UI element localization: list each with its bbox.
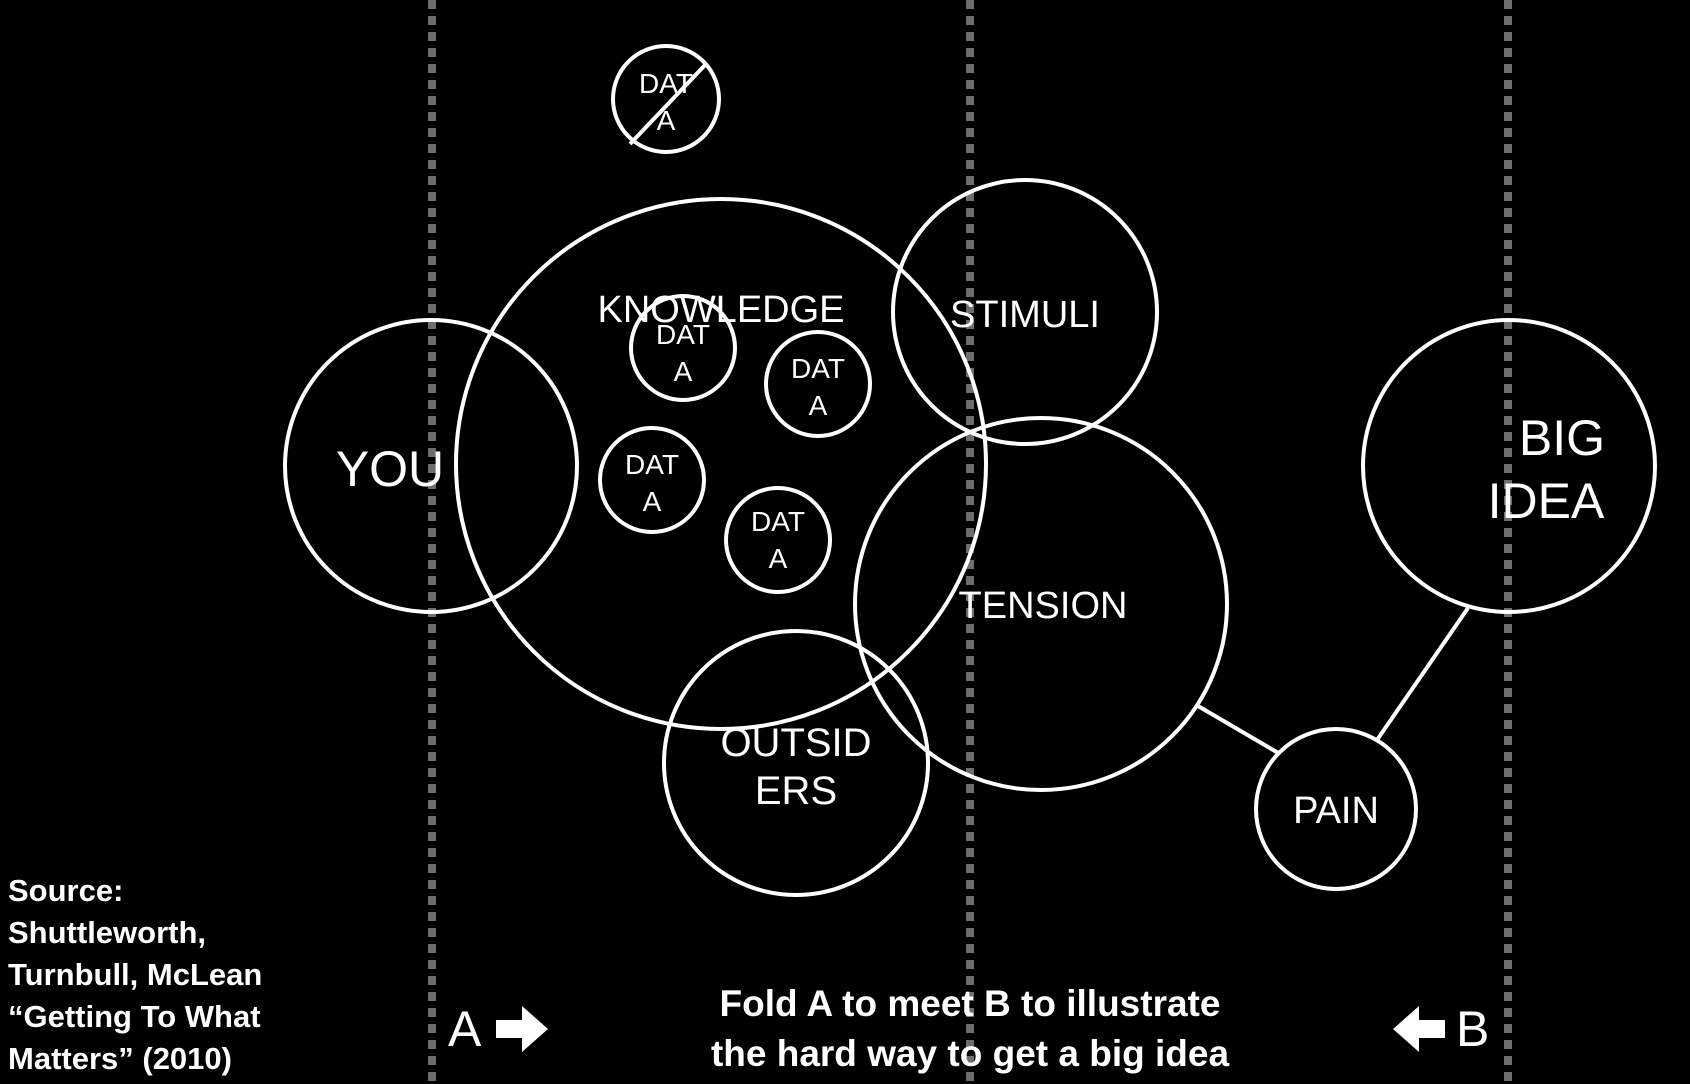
crossed-data-node: DAT A bbox=[611, 44, 721, 154]
data-label-line1: DAT bbox=[751, 506, 805, 537]
big-idea-circle bbox=[1361, 318, 1657, 614]
data-node-2: DAT A bbox=[764, 330, 872, 438]
marker-b: B bbox=[1393, 1001, 1489, 1057]
data-circle bbox=[764, 330, 872, 438]
data-label-line2: A bbox=[769, 543, 788, 574]
data-node-3: DAT A bbox=[598, 426, 706, 534]
data-label-line1: DAT bbox=[656, 319, 710, 350]
outsiders-label-line2: ERS bbox=[755, 769, 837, 813]
pain-label: PAIN bbox=[1293, 790, 1379, 832]
data-label-line2: A bbox=[674, 356, 693, 387]
data-circle bbox=[629, 294, 737, 402]
stimuli-node: STIMULI bbox=[891, 178, 1159, 446]
source-line: “Getting To What bbox=[8, 999, 261, 1034]
outsiders-circle bbox=[662, 629, 930, 897]
marker-a-label: A bbox=[448, 1001, 482, 1057]
source-line: Turnbull, McLean bbox=[8, 957, 263, 992]
source-line: Matters” (2010) bbox=[8, 1041, 232, 1076]
data-circle bbox=[598, 426, 706, 534]
data-label-line2: A bbox=[643, 486, 662, 517]
outsiders-label-line1: OUTSID bbox=[720, 721, 871, 765]
pain-node: PAIN bbox=[1254, 727, 1418, 891]
stimuli-label: STIMULI bbox=[950, 294, 1100, 336]
pain-circle bbox=[1254, 727, 1418, 891]
data-node-4: DAT A bbox=[724, 486, 832, 594]
you-circle bbox=[283, 318, 579, 614]
tension-pain-connector bbox=[1196, 704, 1282, 756]
knowledge-circle bbox=[454, 197, 988, 731]
tension-node: TENSION bbox=[853, 416, 1229, 792]
marker-b-label: B bbox=[1456, 1001, 1489, 1057]
you-node: YOU bbox=[283, 318, 579, 614]
caption-line1: Fold A to meet B to illustrate bbox=[720, 983, 1221, 1024]
data-label-line1: DAT bbox=[625, 449, 679, 480]
pain-bigidea-connector bbox=[1375, 606, 1470, 742]
arrow-right-icon bbox=[496, 1006, 548, 1052]
outsiders-node: OUTSID ERS bbox=[662, 629, 930, 897]
data-label-line2: A bbox=[809, 390, 828, 421]
crossed-data-label-line2: A bbox=[657, 105, 676, 136]
fold-caption: Fold A to meet B to illustrate the hard … bbox=[711, 983, 1230, 1074]
big-idea-label-line1: BIG bbox=[1519, 410, 1605, 466]
tension-label: TENSION bbox=[959, 585, 1128, 627]
caption-line2: the hard way to get a big idea bbox=[711, 1033, 1230, 1074]
big-idea-label-line2: IDEA bbox=[1488, 473, 1605, 529]
source-citation: Source: Shuttleworth, Turnbull, McLean “… bbox=[8, 870, 308, 1080]
strike-through-line bbox=[628, 62, 708, 146]
data-node-1: DAT A bbox=[629, 294, 737, 402]
stimuli-circle bbox=[891, 178, 1159, 446]
data-label-line1: DAT bbox=[791, 353, 845, 384]
arrow-left-icon bbox=[1393, 1006, 1445, 1052]
source-line: Source: bbox=[8, 873, 124, 908]
source-line: Shuttleworth, bbox=[8, 915, 207, 950]
crossed-data-circle bbox=[611, 44, 721, 154]
marker-a: A bbox=[448, 1001, 548, 1057]
big-idea-node: BIG IDEA bbox=[1361, 318, 1657, 614]
crossed-data-label-line1: DAT bbox=[639, 68, 693, 99]
you-label: YOU bbox=[336, 441, 444, 497]
data-circle bbox=[724, 486, 832, 594]
knowledge-node: KNOWLEDGE bbox=[454, 197, 988, 731]
tension-circle bbox=[853, 416, 1229, 792]
